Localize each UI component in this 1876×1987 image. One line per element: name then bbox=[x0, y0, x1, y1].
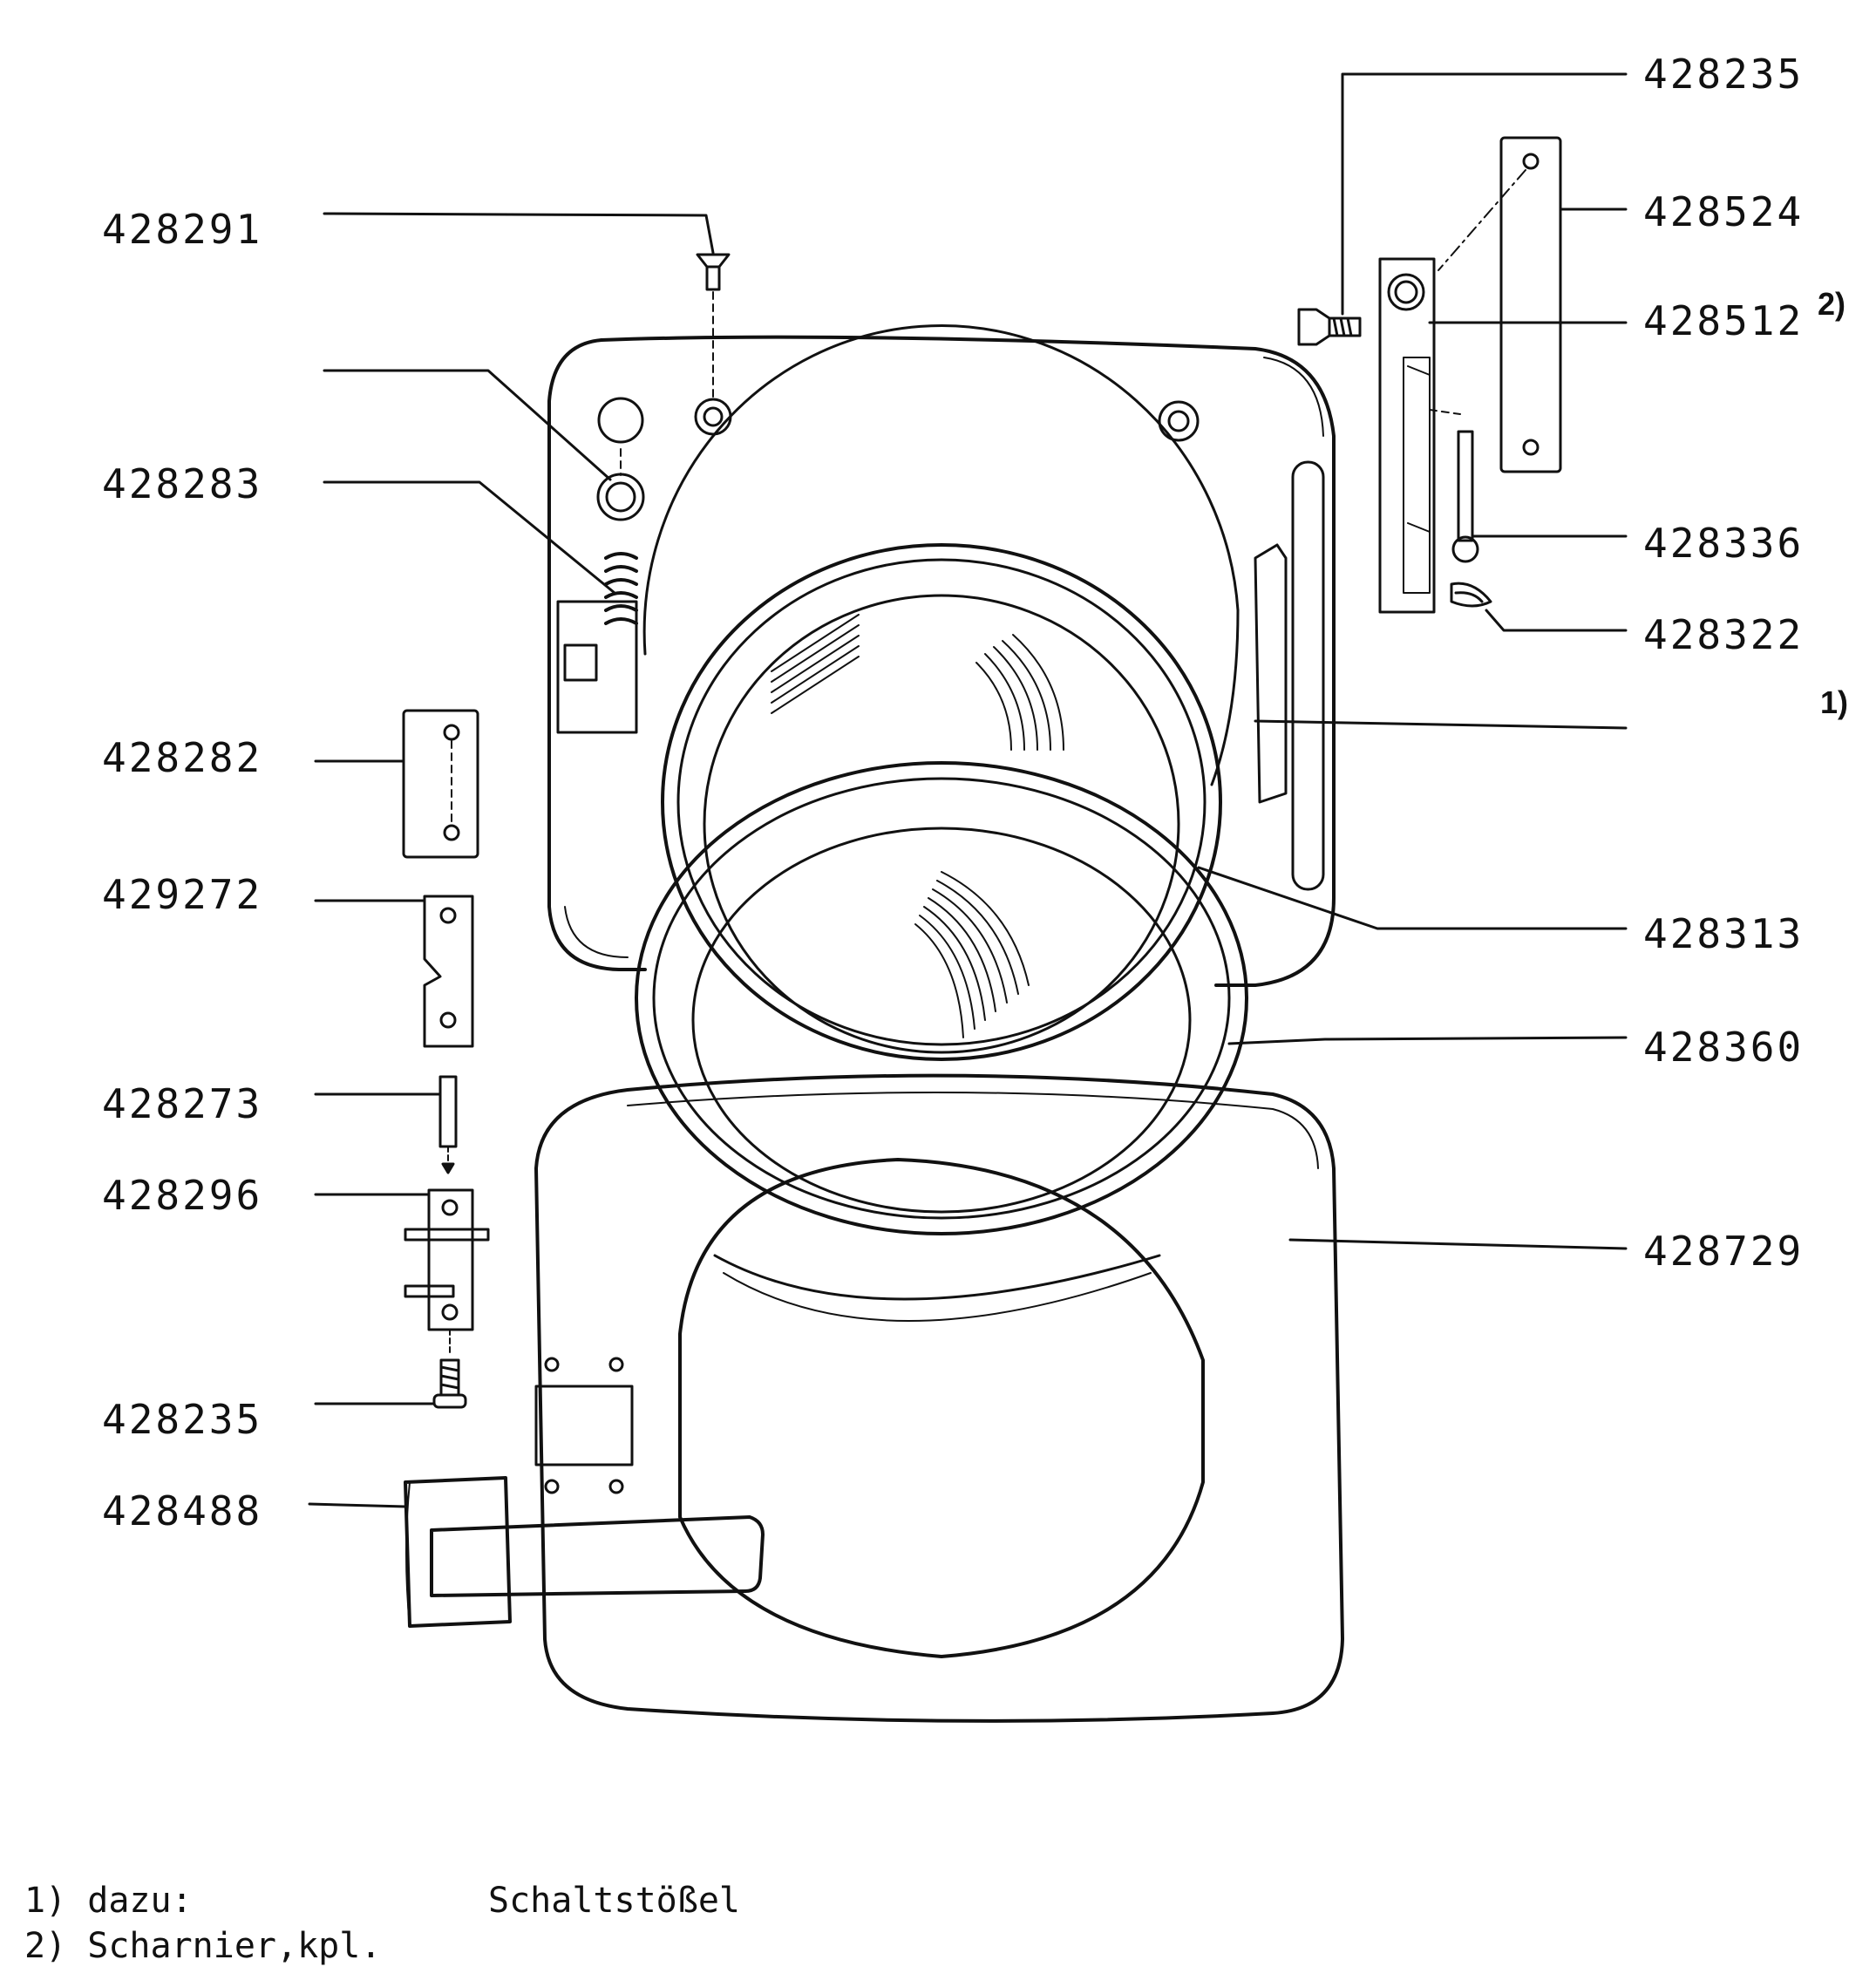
screw-428235-left bbox=[434, 1330, 466, 1407]
mounting-plate-428282 bbox=[404, 711, 478, 857]
switch-plunger bbox=[1255, 545, 1286, 802]
label-429272: 429272 bbox=[102, 871, 263, 918]
footnote-1-marker: 1) dazu: bbox=[24, 1881, 193, 1921]
outer-gasket-ring bbox=[636, 763, 1247, 1234]
footnote-1-text: Schaltstößel bbox=[488, 1881, 740, 1921]
countersunk-screw bbox=[697, 255, 729, 397]
label-428273: 428273 bbox=[102, 1080, 263, 1127]
pin-428273 bbox=[440, 1077, 456, 1173]
label-428729: 428729 bbox=[1643, 1228, 1805, 1275]
pin-428336 bbox=[1430, 410, 1478, 561]
label-428282: 428282 bbox=[102, 734, 263, 781]
latch-bracket-429272 bbox=[425, 896, 472, 1046]
front-door-panel bbox=[536, 1076, 1342, 1721]
clip-428322 bbox=[1451, 583, 1491, 606]
label-428283: 428283 bbox=[102, 460, 263, 507]
note-1-marker: 1) bbox=[1820, 684, 1849, 720]
spring bbox=[606, 554, 636, 623]
hole-screw-seat bbox=[696, 399, 731, 434]
label-428360: 428360 bbox=[1643, 1024, 1805, 1071]
back-door-panel bbox=[549, 325, 1334, 985]
label-428296: 428296 bbox=[102, 1172, 263, 1219]
label-428336: 428336 bbox=[1643, 520, 1805, 567]
latch-pocket bbox=[558, 602, 636, 732]
leader-lines-right bbox=[1199, 74, 1626, 1249]
lock-plate bbox=[536, 1386, 632, 1465]
label-428322: 428322 bbox=[1643, 611, 1805, 658]
note-2-marker: 2) bbox=[1818, 286, 1846, 322]
hole-upper-right bbox=[1159, 402, 1198, 440]
label-428313: 428313 bbox=[1643, 910, 1805, 957]
hinge-bracket-428296 bbox=[405, 1190, 488, 1330]
screw-428235-right bbox=[1299, 310, 1360, 344]
label-428512: 428512 bbox=[1643, 297, 1805, 344]
footnote-2: 2) Scharnier,kpl. bbox=[24, 1926, 382, 1966]
label-428235-left: 428235 bbox=[102, 1396, 263, 1443]
leader-lines-left bbox=[309, 214, 713, 1507]
label-428291: 428291 bbox=[102, 206, 263, 253]
label-428488: 428488 bbox=[102, 1487, 263, 1534]
grip-slot bbox=[1293, 462, 1323, 889]
glass-hatching-bottom bbox=[915, 872, 1029, 1038]
hole-upper-left bbox=[599, 398, 642, 442]
hinge-428512 bbox=[1380, 259, 1434, 612]
label-428235: 428235 bbox=[1643, 51, 1805, 98]
inner-porthole-ring bbox=[663, 545, 1220, 1059]
pushbutton-cap bbox=[598, 449, 643, 520]
door-handle bbox=[405, 1478, 763, 1626]
label-428524: 428524 bbox=[1643, 188, 1805, 235]
hinge-cover-428524 bbox=[1438, 138, 1560, 472]
glass-hatching-top bbox=[771, 615, 1064, 750]
